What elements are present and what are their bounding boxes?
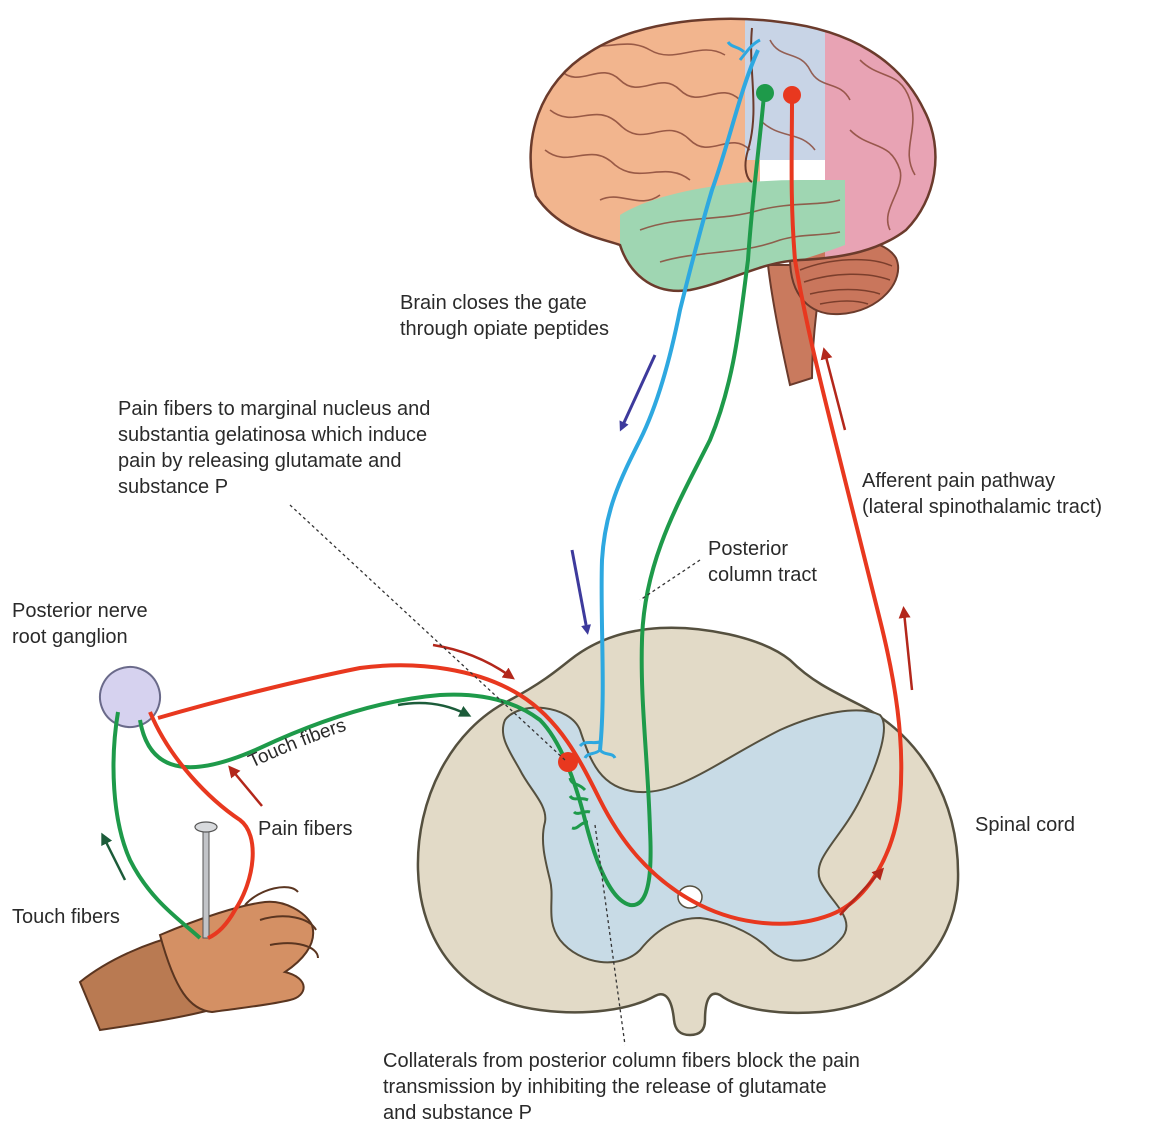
label-posterior-ganglion: Posterior nerve root ganglion bbox=[12, 598, 148, 650]
label-afferent-pathway: Afferent pain pathway (lateral spinothal… bbox=[862, 468, 1102, 520]
label-touch-fibers-hand: Touch fibers bbox=[12, 904, 120, 930]
label-afferent-pathway-line2: (lateral spinothalamic tract) bbox=[862, 494, 1102, 520]
label-posterior-ganglion-line2: root ganglion bbox=[12, 624, 148, 650]
touch-fiber bbox=[114, 712, 200, 938]
label-pain-fibers-marginal-line2: substantia gelatinosa which induce bbox=[118, 422, 430, 448]
label-brain-gate-line2: through opiate peptides bbox=[400, 316, 609, 342]
pain-fiber-cortex-terminal bbox=[783, 86, 801, 104]
label-pain-fibers-hand-text: Pain fibers bbox=[258, 816, 353, 842]
label-touch-fibers-curved: Touch fibers bbox=[245, 715, 349, 773]
label-spinal-cord: Spinal cord bbox=[975, 812, 1075, 838]
label-posterior-column-line1: Posterior bbox=[708, 536, 817, 562]
label-pain-fibers-marginal-line3: pain by releasing glutamate and bbox=[118, 448, 430, 474]
label-touch-fibers-hand-text: Touch fibers bbox=[12, 904, 120, 930]
touch-fiber-cortex-terminal bbox=[756, 84, 774, 102]
label-collaterals-line2: transmission by inhibiting the release o… bbox=[383, 1074, 860, 1100]
label-pain-fibers-marginal-line1: Pain fibers to marginal nucleus and bbox=[118, 396, 430, 422]
label-brain-gate-line1: Brain closes the gate bbox=[400, 290, 609, 316]
label-pain-fibers-marginal-line4: substance P bbox=[118, 474, 430, 500]
arrow-opiate-2 bbox=[572, 550, 587, 630]
arrow-pain-peripheral bbox=[232, 770, 262, 806]
label-posterior-column: Posterior column tract bbox=[708, 536, 817, 588]
label-posterior-ganglion-line1: Posterior nerve bbox=[12, 598, 148, 624]
label-posterior-column-line2: column tract bbox=[708, 562, 817, 588]
label-afferent-pathway-line1: Afferent pain pathway bbox=[862, 468, 1102, 494]
label-collaterals-line3: and substance P bbox=[383, 1100, 860, 1126]
nail-head bbox=[195, 822, 217, 832]
arrow-pain-entry bbox=[433, 645, 510, 676]
arrow-touch-peripheral bbox=[104, 838, 125, 880]
label-spinal-cord-text: Spinal cord bbox=[975, 812, 1075, 838]
label-pain-fibers-marginal: Pain fibers to marginal nucleus and subs… bbox=[118, 396, 430, 500]
label-pain-fibers-hand: Pain fibers bbox=[258, 816, 353, 842]
spinal-cord-section bbox=[418, 628, 958, 1035]
pain-synapse bbox=[558, 752, 578, 772]
arrow-afferent-2 bbox=[904, 612, 912, 690]
nail-shaft bbox=[203, 826, 209, 938]
label-collaterals: Collaterals from posterior column fibers… bbox=[383, 1048, 860, 1126]
arrow-touch-entry bbox=[398, 703, 466, 714]
label-collaterals-line1: Collaterals from posterior column fibers… bbox=[383, 1048, 860, 1074]
label-brain-gate: Brain closes the gate through opiate pep… bbox=[400, 290, 609, 342]
